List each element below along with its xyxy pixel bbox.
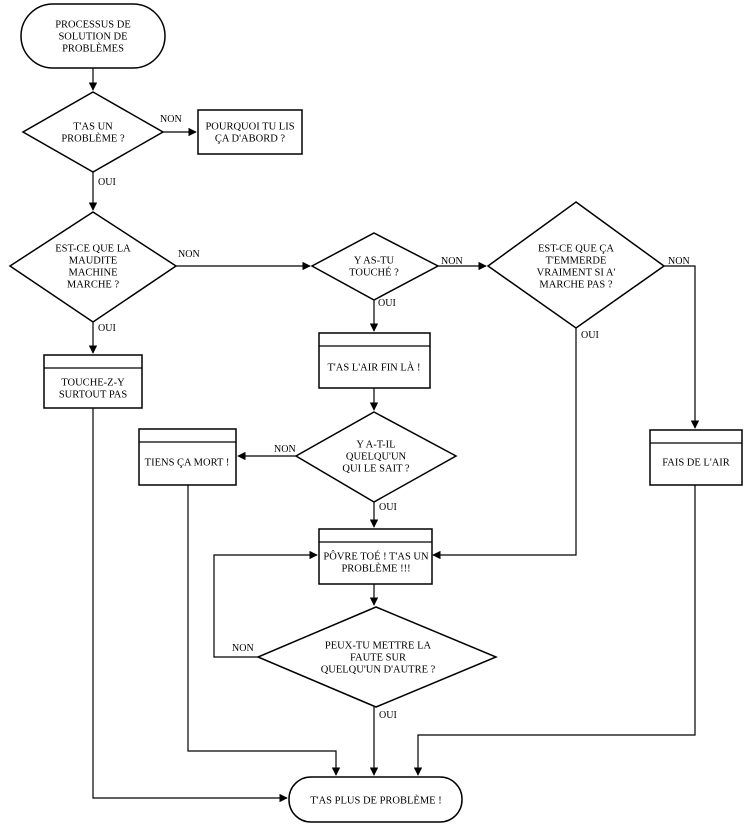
edge-label-yes: OUI bbox=[98, 323, 116, 334]
label-line: QUELQU'UN D'AUTRE ? bbox=[321, 665, 436, 676]
edge-label-yes: OUI bbox=[581, 330, 599, 341]
label-line: EST-CE QUE ÇA bbox=[538, 244, 614, 255]
edge-labels: NON OUI NON OUI NON OUI NON OUI NON OUI … bbox=[98, 114, 690, 721]
label-line: Y A-T-IL bbox=[356, 440, 395, 451]
edge-label-no: NON bbox=[274, 444, 296, 455]
connector-donttouch-end bbox=[92, 408, 288, 803]
label-line: T'AS UN bbox=[73, 122, 113, 133]
edge-label-no: NON bbox=[160, 114, 182, 125]
label-line: VRAIMENT SI A' bbox=[537, 268, 616, 279]
edge-label-no: NON bbox=[668, 256, 690, 267]
node-look-smart-label: T'AS L'AIR FIN LÀ ! bbox=[327, 362, 420, 374]
label-line: TOUCHE-Z-Y bbox=[61, 378, 125, 389]
edge-label-yes: OUI bbox=[379, 502, 397, 513]
label-line: SOLUTION DE bbox=[58, 32, 127, 43]
label-line: EST-CE QUE LA bbox=[55, 244, 131, 255]
label-line: PROBLÈME ? bbox=[61, 133, 125, 145]
edge-label-no: NON bbox=[178, 249, 200, 260]
label-line: ÇA D'ABORD ? bbox=[215, 134, 285, 145]
node-end: T'AS PLUS DE PROBLÈME ! bbox=[288, 776, 463, 823]
label-line: MAUDITE bbox=[69, 256, 117, 267]
node-keep-dead-label: TIENS ÇA MORT ! bbox=[145, 458, 230, 469]
label-line: TIENS ÇA MORT ! bbox=[145, 458, 230, 469]
label-line: QUELQU'UN bbox=[346, 452, 407, 463]
label-line: T'AS PLUS DE PROBLÈME ! bbox=[310, 795, 441, 807]
label-line: FAIS DE L'AIR bbox=[662, 458, 730, 469]
label-line: SURTOUT PAS bbox=[59, 390, 127, 401]
connector-keepdead-end bbox=[187, 485, 341, 776]
connector-pretend-end bbox=[413, 485, 696, 776]
label-line: MARCHE ? bbox=[67, 280, 120, 291]
connector-care-pretend bbox=[664, 265, 700, 429]
label-line: PÔVRE TOÉ ! T'AS UN bbox=[323, 551, 429, 563]
edge-label-yes: OUI bbox=[98, 177, 116, 188]
label-line: POURQUOI TU LIS bbox=[205, 122, 294, 133]
connector-blame-poor-loop bbox=[213, 550, 318, 658]
node-pretend-label: FAIS DE L'AIR bbox=[662, 458, 730, 469]
label-line: T'EMMERDE bbox=[546, 256, 607, 267]
edge-label-yes: OUI bbox=[379, 710, 397, 721]
label-line: MARCHE PAS ? bbox=[539, 280, 612, 291]
label-line: PROCESSUS DE bbox=[55, 20, 131, 31]
label-line: TOUCHÉ ? bbox=[349, 267, 399, 279]
edge-label-no: NON bbox=[232, 643, 254, 654]
label-line: FAUTE SUR bbox=[350, 653, 406, 664]
connectors bbox=[88, 68, 700, 803]
label-line: PROBLÈME !!! bbox=[341, 563, 410, 575]
connector-care-poor bbox=[432, 328, 577, 560]
node-pretend: FAIS DE L'AIR bbox=[649, 429, 743, 486]
label-line: QUI LE SAIT ? bbox=[342, 464, 410, 475]
label-line: T'AS L'AIR FIN LÀ ! bbox=[327, 362, 420, 374]
edge-label-no: NON bbox=[441, 256, 463, 267]
node-keep-dead: TIENS ÇA MORT ! bbox=[138, 428, 237, 486]
node-end-label: T'AS PLUS DE PROBLÈME ! bbox=[310, 795, 441, 807]
edge-label-yes: OUI bbox=[378, 298, 396, 309]
label-line: MACHINE bbox=[69, 268, 118, 279]
label-line: Y AS-TU bbox=[354, 256, 395, 267]
node-look-smart: T'AS L'AIR FIN LÀ ! bbox=[318, 332, 431, 389]
label-line: PROBLÈMES bbox=[62, 43, 124, 55]
label-line: PEUX-TU METTRE LA bbox=[325, 641, 432, 652]
